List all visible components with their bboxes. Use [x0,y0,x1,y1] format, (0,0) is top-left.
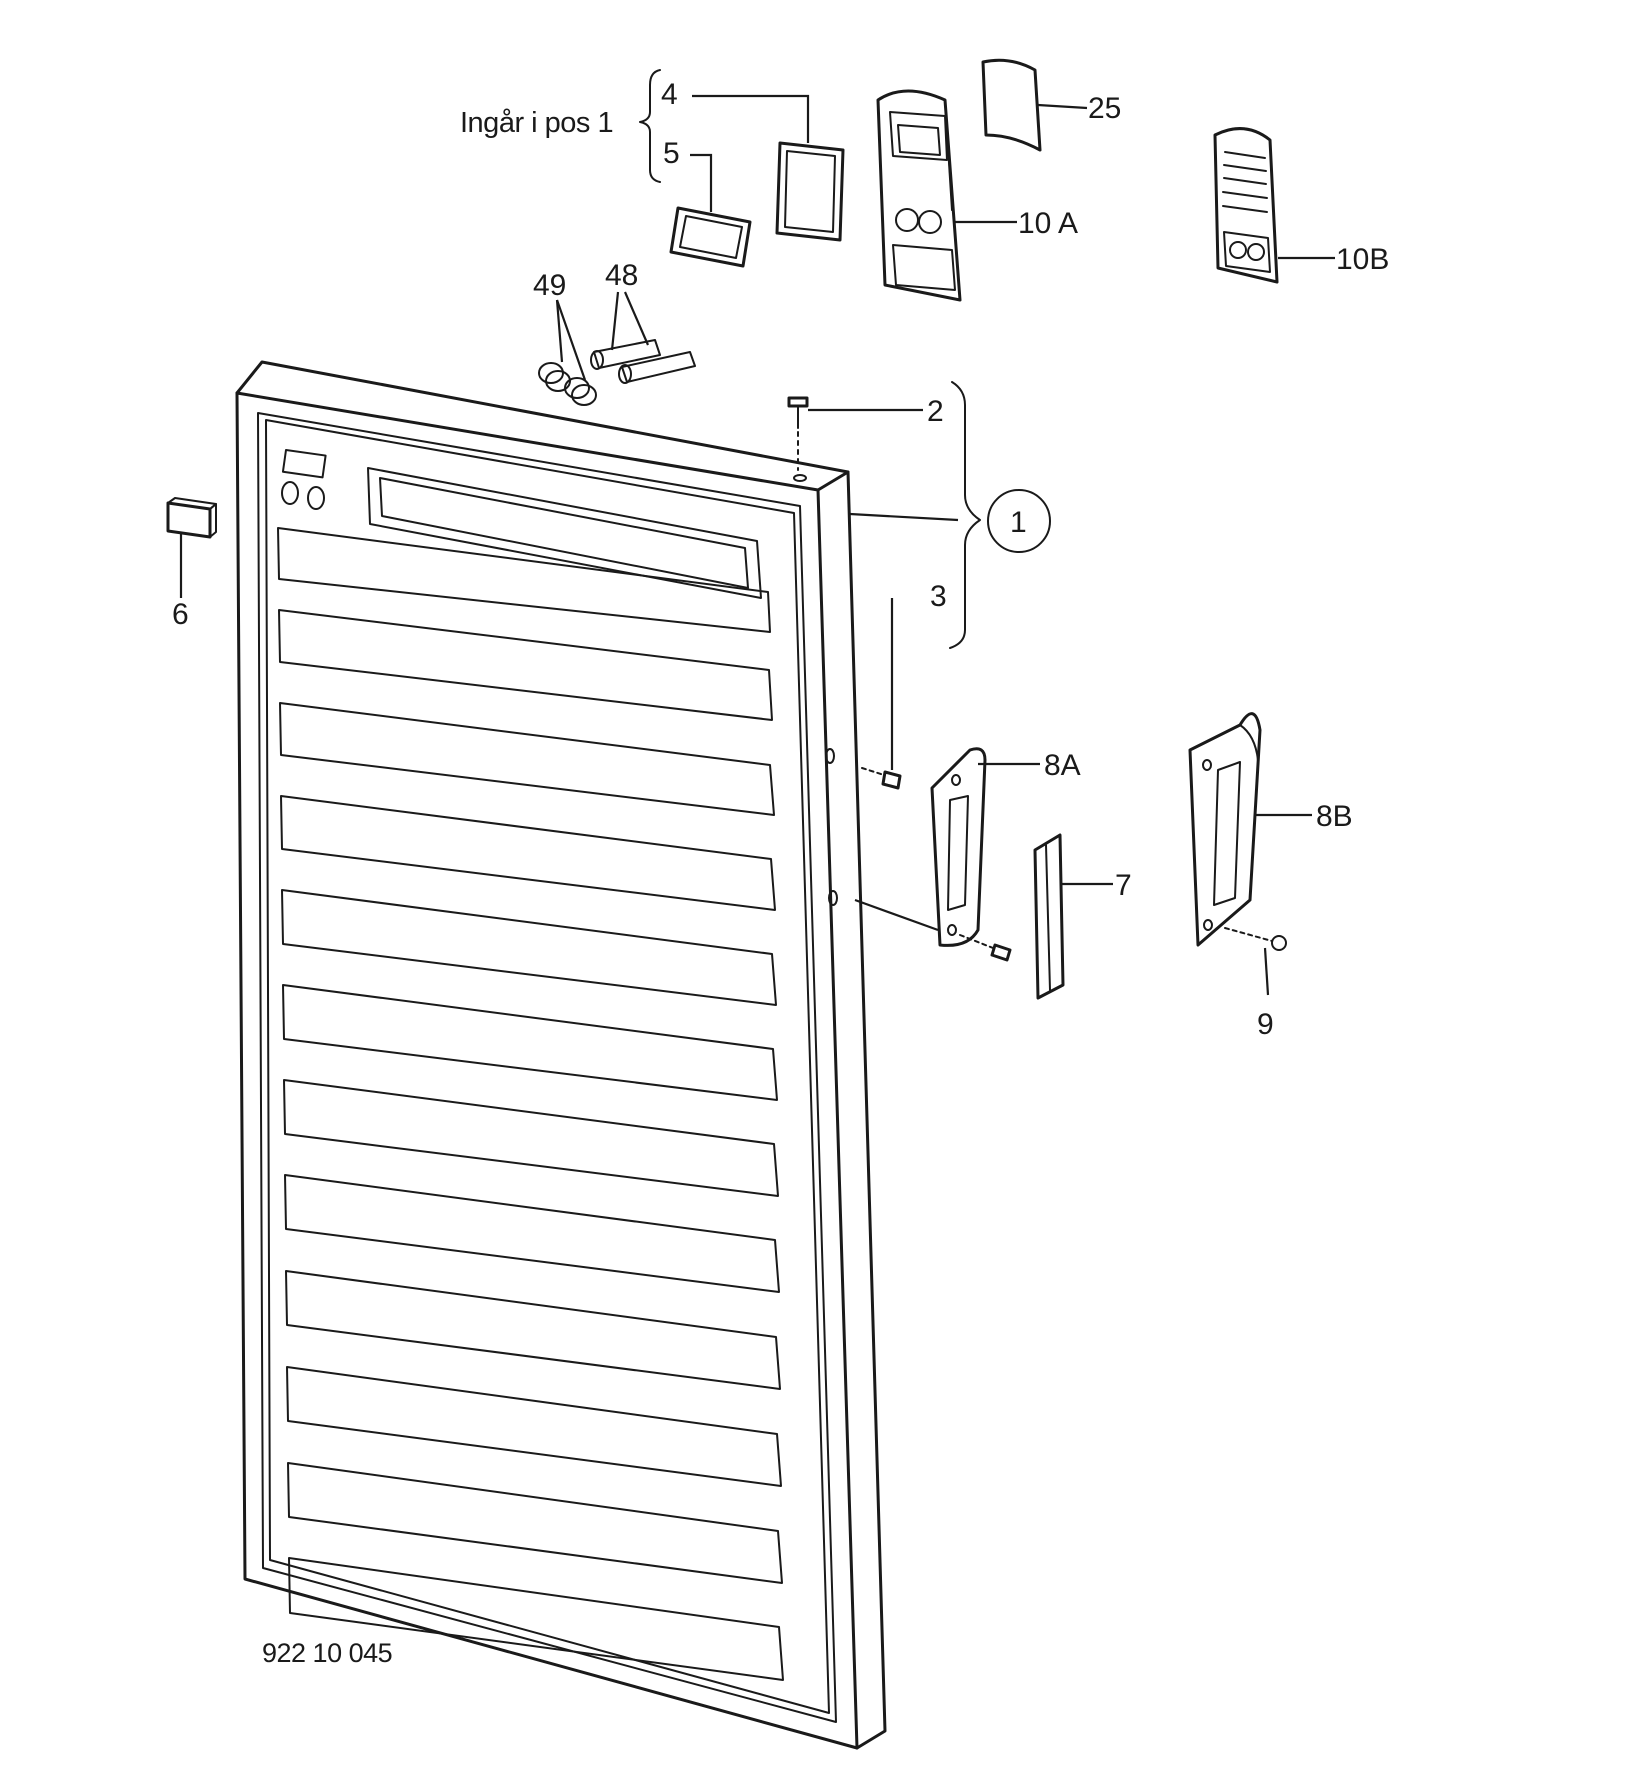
callout-8a: 8A [1044,749,1081,782]
callout-6: 6 [172,598,189,631]
part-49-bushings [538,299,597,406]
callout-7: 7 [1115,869,1132,902]
callout-10b: 10B [1336,243,1389,276]
part-1-circle [987,489,1051,553]
callout-1: 1 [1010,506,1027,539]
callout-5: 5 [663,137,680,170]
included-in-pos-1-note: Ingår i pos 1 [460,107,613,139]
callout-8b: 8B [1316,800,1353,833]
part-4-frame [692,94,845,242]
part-1-leader [849,512,959,522]
part-3-screw [861,598,902,790]
callout-4: 4 [661,78,678,111]
callout-25: 25 [1088,92,1121,125]
callout-48: 48 [605,259,638,292]
part-7-strip [1033,833,1113,1000]
part-9-screw [1224,927,1287,996]
drawing-number: 922 10 045 [262,1638,392,1668]
part-1-bracket [949,381,981,649]
callout-2: 2 [927,395,944,428]
part-6-cap [166,497,217,598]
part-5-frame [669,153,752,268]
part-10a-control-panel [876,89,1017,302]
callout-10a: 10 A [1018,207,1078,240]
part-8b-handle [1188,712,1312,947]
part-25-cover [981,58,1088,152]
door-panel [235,360,887,1750]
callout-9: 9 [1257,1008,1274,1041]
part-10b-control-panel [1213,127,1335,284]
part-48-pins [590,291,696,384]
door-slats [277,527,784,1681]
part-8a-handle [854,747,1040,962]
callout-3: 3 [930,580,947,613]
part-2-screw [787,396,923,471]
group-bracket [639,69,661,183]
callout-49: 49 [533,269,566,302]
